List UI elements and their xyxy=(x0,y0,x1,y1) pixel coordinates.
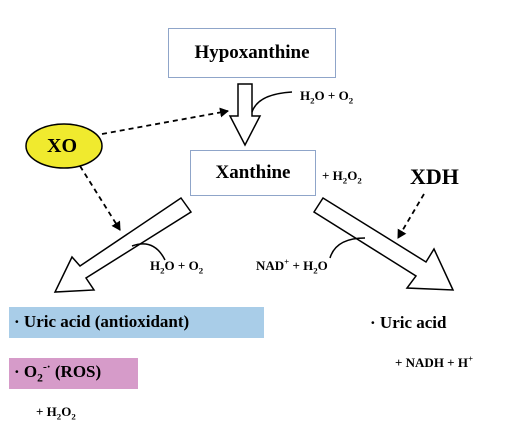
reagent-left: H2O + O2 xyxy=(150,258,204,276)
arrow-hypoxanthine-to-xanthine xyxy=(228,83,262,147)
reagent-xanthine-side: + H2O2 xyxy=(322,168,362,186)
uric-acid-antioxidant-highlight xyxy=(9,307,264,338)
product-right-nadh: + NADH + H+ xyxy=(395,353,473,370)
ros-highlight xyxy=(9,358,138,389)
hypoxanthine-box: Hypoxanthine xyxy=(168,28,336,78)
hypoxanthine-label: Hypoxanthine xyxy=(194,42,310,63)
arrow-xanthine-to-left xyxy=(53,196,193,293)
xo-ellipse xyxy=(25,123,103,169)
xanthine-box: Xanthine xyxy=(190,150,316,196)
product-left-h2o2: + H2O2 xyxy=(36,404,76,422)
uric-acid-right-label: · Uric acid xyxy=(370,313,447,332)
xo-dashed-arrow-top xyxy=(101,107,229,135)
ros-label: · O2-· (ROS) xyxy=(14,360,102,385)
xanthine-label: Xanthine xyxy=(215,162,291,183)
xdh-dashed-arrow xyxy=(397,193,425,239)
xdh-label: XDH xyxy=(410,164,459,189)
reagent-curve-top xyxy=(251,91,293,113)
xo-dashed-arrow-left xyxy=(79,165,121,231)
reagent-top: H2O + O2 xyxy=(300,88,354,106)
reagent-right: NAD+ + H2O xyxy=(256,256,328,276)
reagent-curve-right xyxy=(329,237,366,259)
reagent-curve-left xyxy=(131,243,166,261)
xo-label: XO xyxy=(47,135,77,157)
uric-acid-antioxidant-label: · Uric acid (antioxidant) xyxy=(14,312,190,331)
arrow-xanthine-to-right xyxy=(312,196,455,291)
